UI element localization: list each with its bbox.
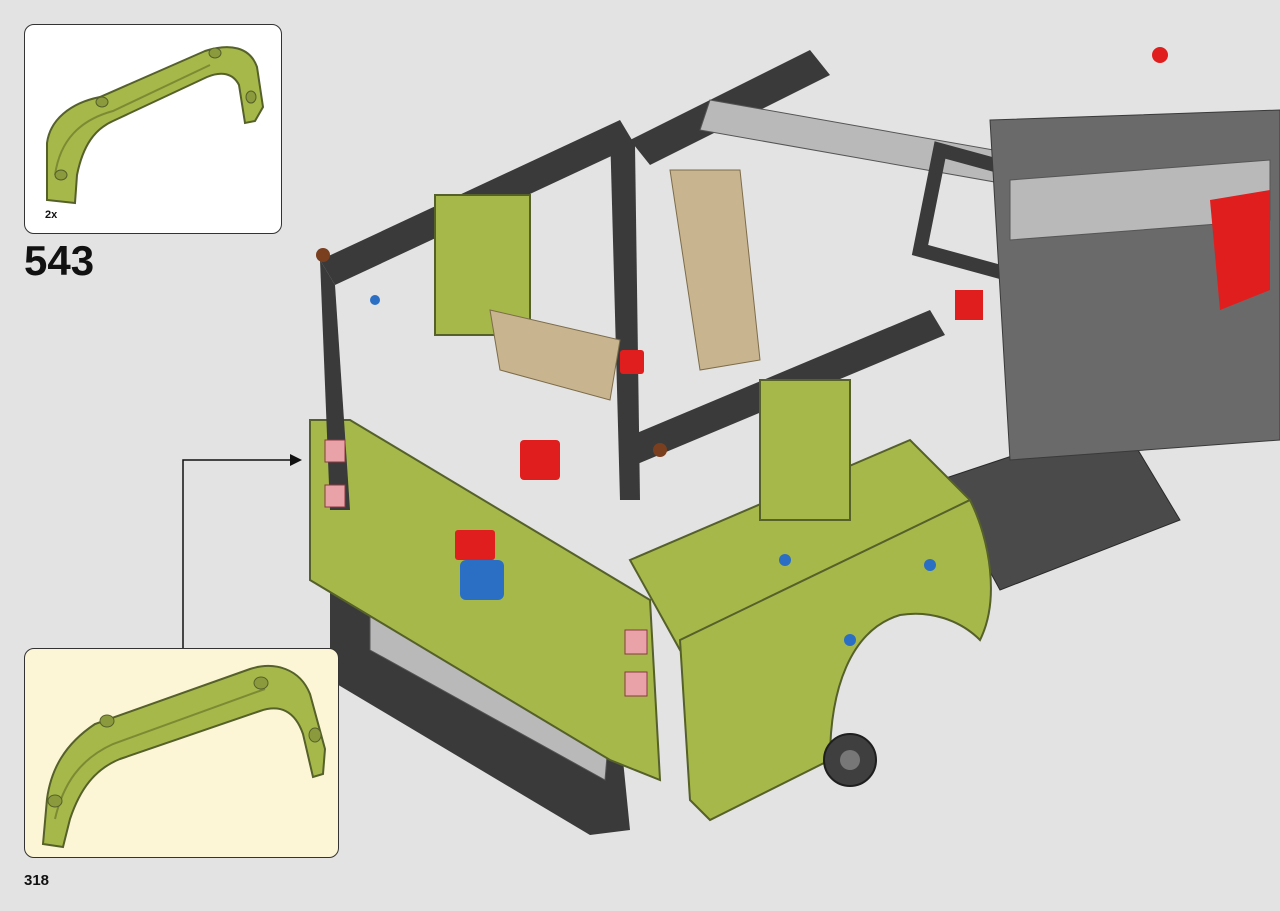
vehicle-chassis-illustration: [309, 47, 1280, 835]
fender-arch-part-icon: [46, 46, 265, 205]
model-illustration: [290, 40, 1280, 840]
page-number: 318: [24, 872, 50, 889]
parts-callout-box: 2x: [24, 24, 282, 234]
step-number: 543: [24, 237, 95, 284]
fender-arch-detail-icon: [41, 665, 327, 849]
detail-callout-box: [24, 648, 339, 858]
part-quantity: 2x: [45, 209, 58, 221]
